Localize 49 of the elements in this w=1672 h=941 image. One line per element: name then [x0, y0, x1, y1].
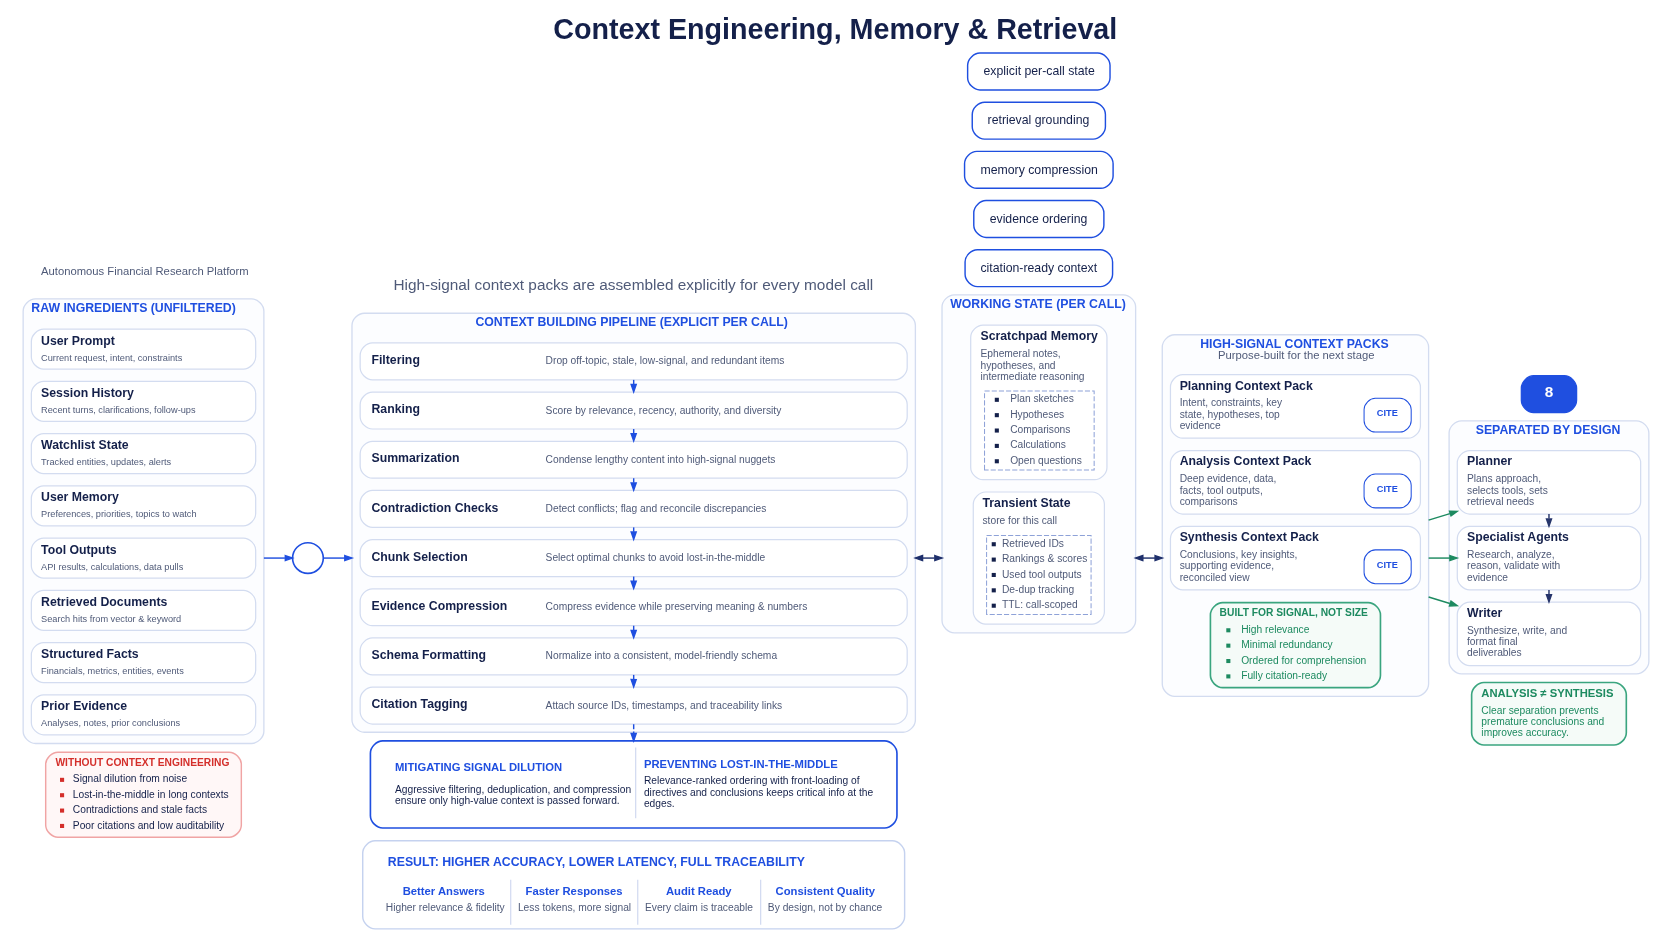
- node-box: Prior Evidence Analyses, notes, prior conclusions: [30, 693, 257, 735]
- node-box: Writer Synthesize, write, and format final deliverables: [1456, 601, 1642, 666]
- node-box: Watchlist State Tracked entities, updates, alerts: [30, 432, 257, 474]
- node-box: Session History Recent turns, clarifications, follow-ups: [30, 380, 257, 422]
- node-box: RESULT: HIGHER ACCURACY, LOWER LATENCY, FULL TRACEABILITY Better Answers Higher relevance & fidelity Faster Responses Less tokens, more signal Audit Ready Every claim is traceable Consistent Quality By design, not by chance: [362, 839, 906, 930]
- node-box: Structured Facts Financials, metrics, entities, events: [30, 641, 257, 683]
- node-box: explicit per-call state: [966, 51, 1111, 91]
- label: High-signal context packs are assembled explicitly for every model call: [393, 275, 874, 293]
- node-box: Schema Formatting Normalize into a consistent, model-friendly schema: [359, 636, 908, 675]
- node-box: WITHOUT CONTEXT ENGINEERING Signal dilution from noise Lost-in-the-middle in long contexts Contradictions and stale facts Poor citations and low auditability: [44, 751, 243, 838]
- node-box: Retrieved Documents Search hits from vector & keyword: [30, 589, 257, 631]
- node-box: Evidence Compression Compress evidence while preserving meaning & numbers: [359, 587, 908, 626]
- arrow: [1427, 509, 1460, 521]
- node-box: citation-ready context: [964, 248, 1114, 287]
- node-box: evidence ordering: [973, 199, 1105, 238]
- node-box: memory compression: [963, 150, 1114, 189]
- node-box: Tool Outputs API results, calculations, data pulls: [30, 537, 257, 579]
- node-box: Synthesis Context Pack Conclusions, key insights, supporting evidence, reconciled view CITE: [1169, 525, 1422, 590]
- node-box: Scratchpad Memory Ephemeral notes, hypotheses, and intermediate reasoning Plan sketches Hypotheses Comparisons Calculations Open questions: [970, 323, 1108, 480]
- arrow: [263, 554, 295, 562]
- arrow: [1427, 554, 1460, 562]
- node-box: Analysis Context Pack Deep evidence, data, facts, tool outputs, comparisons CITE: [1169, 449, 1422, 515]
- node-box: User Prompt Current request, intent, constraints: [30, 328, 257, 370]
- arrow: [630, 723, 638, 743]
- node-box: MITIGATING SIGNAL DILUTION Aggressive filtering, deduplication, and compression ensure only high-value context is passed forward. PREVENTING LOST-IN-THE-MIDDLE Relevance-ranked ordering with front-loading of directives and conclusions keeps critical info at the edges.: [369, 739, 898, 829]
- node-box: Ranking Score by relevance, recency, authority, and diversity: [359, 391, 908, 430]
- diagram-title: Context Engineering, Memory & Retrieval: [553, 12, 1118, 45]
- node-box: Contradiction Checks Detect conflicts; flag and reconcile discrepancies: [359, 489, 908, 528]
- node-box: Citation Tagging Attach source IDs, timestamps, and traceability links: [359, 686, 908, 725]
- node-box: Chunk Selection Select optimal chunks to avoid lost-in-the-middle: [359, 538, 908, 577]
- node-box: ANALYSIS ≠ SYNTHESIS Clear separation prevents premature conclusions and improves accuracy.: [1470, 681, 1628, 746]
- node-box: Transient State store for this call Retrieved IDs Rankings & scores Used tool outputs De-dup tracking TTL: call-scoped: [972, 490, 1105, 625]
- node-box: Planning Context Pack Intent, constraints, key state, hypotheses, top evidence CITE: [1169, 373, 1422, 439]
- arrow: [1545, 588, 1553, 604]
- node-box: Summarization Condense lengthy content into high-signal nuggets: [359, 440, 908, 479]
- node-box: 8: [1520, 374, 1578, 413]
- node-box: Specialist Agents Research, analyze, reason, validate with evidence: [1456, 525, 1642, 590]
- node-box: User Memory Preferences, priorities, topics to watch: [30, 484, 257, 526]
- arrow: [1545, 512, 1553, 528]
- arrow: [1427, 595, 1460, 607]
- arrow: [323, 554, 355, 562]
- label: Autonomous Financial Research Platform: [41, 264, 249, 277]
- node-box: BUILT FOR SIGNAL, NOT SIZE High relevance Minimal redundancy Ordered for comprehension Fully citation-ready: [1209, 601, 1382, 688]
- arrow: [1133, 554, 1165, 562]
- node-circle: [291, 541, 325, 574]
- node-box: Filtering Drop off-topic, stale, low-signal, and redundant items: [359, 341, 908, 380]
- node-box: Planner Plans approach, selects tools, sets retrieval needs: [1456, 449, 1642, 515]
- arrow: [913, 554, 945, 562]
- node-box: retrieval grounding: [971, 101, 1107, 140]
